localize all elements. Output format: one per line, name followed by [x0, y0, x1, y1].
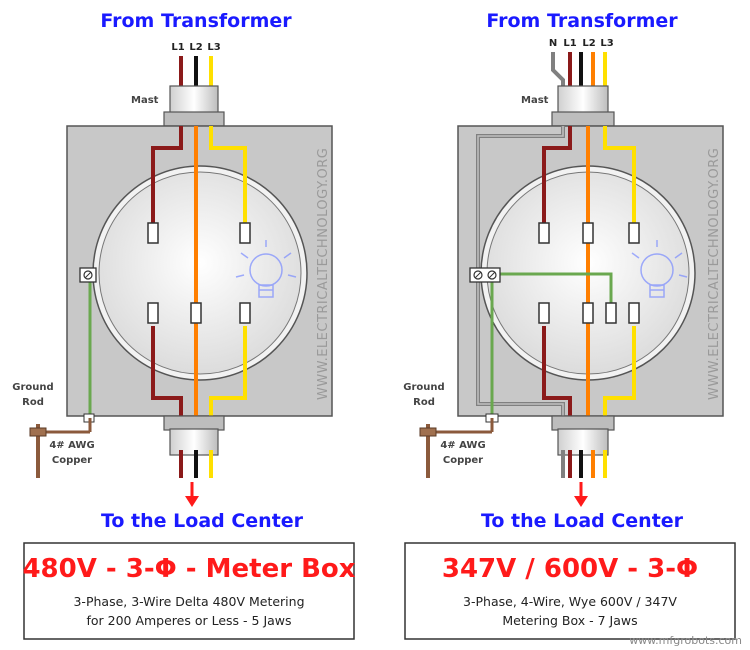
site-credit: www.mfgrobots.com — [629, 634, 742, 647]
left-box-title: 480V - 3-Φ - Meter Box — [22, 554, 355, 584]
left-top-heading: From Transformer — [100, 10, 292, 32]
right-phase-label-n: N — [549, 38, 557, 49]
right-top-heading: From Transformer — [486, 10, 678, 32]
left-bottom-heading: To the Load Center — [101, 510, 304, 532]
right-title-box — [404, 542, 736, 640]
left-down-arrow-icon — [185, 482, 199, 507]
left-box-desc-line2: for 200 Amperes or Less - 5 Jaws — [86, 613, 291, 628]
left-incoming-wires — [179, 56, 213, 90]
left-box-desc-line1: 3-Phase, 3-Wire Delta 480V Metering — [73, 594, 304, 609]
left-meter-face — [98, 171, 302, 375]
left-ground-label-line2: Rod — [22, 397, 44, 408]
left-ground-rod — [29, 418, 92, 478]
left-phase-label-l1: L1 — [171, 42, 184, 53]
left-mast-hub-top — [163, 85, 225, 127]
right-box-desc-line2: Metering Box - 7 Jaws — [502, 613, 637, 628]
left-lightbulb-icon — [235, 240, 297, 298]
right-phase-label-l1: L1 — [563, 38, 576, 49]
right-bottom-heading: To the Load Center — [481, 510, 684, 532]
right-diagram: From Transformer N L1 L2 L3 Mast — [403, 10, 736, 640]
left-outgoing-wires — [179, 450, 213, 478]
right-ground-label-line2: Rod — [413, 397, 435, 408]
right-awg-label-line1: 4# AWG — [440, 440, 485, 451]
right-mast-hub-top — [551, 85, 615, 127]
left-phase-label-l3: L3 — [207, 42, 220, 53]
right-box-title: 347V / 600V - 3-Φ — [442, 554, 698, 584]
left-internal-wires — [88, 126, 247, 440]
right-phase-label-l3: L3 — [600, 38, 613, 49]
right-ground-rod — [419, 418, 494, 478]
left-mast-hub-bottom — [163, 415, 225, 456]
left-mast-label: Mast — [131, 95, 159, 106]
left-ground-label-line1: Ground — [12, 382, 53, 393]
right-mast-hub-bottom — [551, 415, 615, 456]
left-watermark: WWW.ELECTRICALTECHNOLOGY.ORG — [316, 148, 331, 400]
right-lightbulb-icon — [631, 240, 688, 298]
right-down-arrow-icon — [574, 482, 588, 507]
right-meter-jaws — [538, 222, 640, 324]
right-watermark: WWW.ELECTRICALTECHNOLOGY.ORG — [707, 148, 722, 400]
left-diagram: From Transformer L1 L2 L3 Mast — [12, 10, 356, 640]
left-title-box — [23, 542, 355, 640]
right-phase-label-l2: L2 — [582, 38, 595, 49]
right-awg-label-line2: Copper — [443, 455, 483, 466]
right-outgoing-wires — [561, 450, 607, 478]
right-mast-label: Mast — [521, 95, 549, 106]
left-awg-label-line1: 4# AWG — [49, 440, 94, 451]
right-box-desc-line1: 3-Phase, 4-Wire, Wye 600V / 347V — [463, 594, 677, 609]
left-phase-label-l2: L2 — [189, 42, 202, 53]
left-meter-jaws — [147, 222, 251, 324]
left-awg-label-line2: Copper — [52, 455, 92, 466]
right-ground-label-line1: Ground — [403, 382, 444, 393]
